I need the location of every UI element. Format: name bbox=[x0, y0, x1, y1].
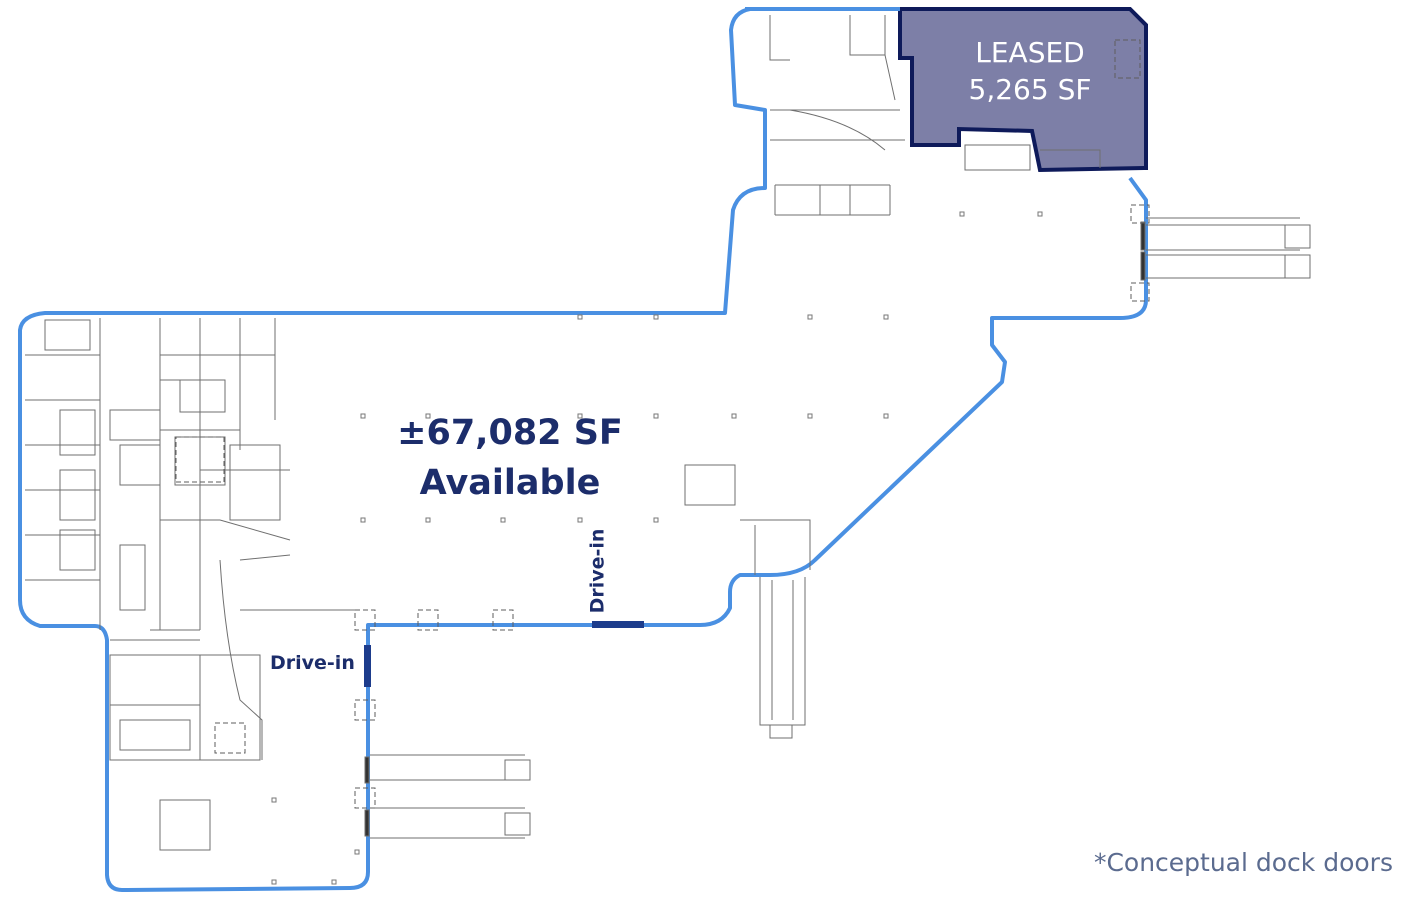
leased-suite-label: LEASED 5,265 SF bbox=[930, 34, 1130, 108]
drive-in-label-west: Drive-in bbox=[270, 652, 355, 674]
loading-dock-sw bbox=[364, 754, 531, 839]
desk-clusters bbox=[44, 319, 191, 751]
leased-area: 5,265 SF bbox=[968, 73, 1092, 106]
available-area: ±67,082 SF bbox=[397, 413, 623, 453]
dock-markers bbox=[354, 204, 1150, 809]
loading-dock-south bbox=[684, 464, 811, 739]
leased-suite[interactable] bbox=[898, 7, 1148, 173]
office-walls bbox=[25, 318, 360, 851]
drive-in-label-south: Drive-in bbox=[586, 528, 609, 614]
drive-in-door bbox=[592, 621, 644, 628]
structural-columns bbox=[271, 211, 1043, 885]
available-space-label: ±67,082 SF Available bbox=[380, 408, 640, 508]
available-space-outline[interactable] bbox=[18, 7, 1148, 892]
loading-dock-ne bbox=[1140, 217, 1311, 281]
north-wing-walls bbox=[769, 15, 1101, 216]
available-status: Available bbox=[419, 463, 601, 503]
drive-in-door bbox=[364, 645, 371, 687]
leased-status: LEASED bbox=[975, 36, 1085, 69]
conceptual-dock-doors-note: *Conceptual dock doors bbox=[1093, 848, 1393, 877]
dashed-atrium bbox=[175, 39, 1141, 754]
